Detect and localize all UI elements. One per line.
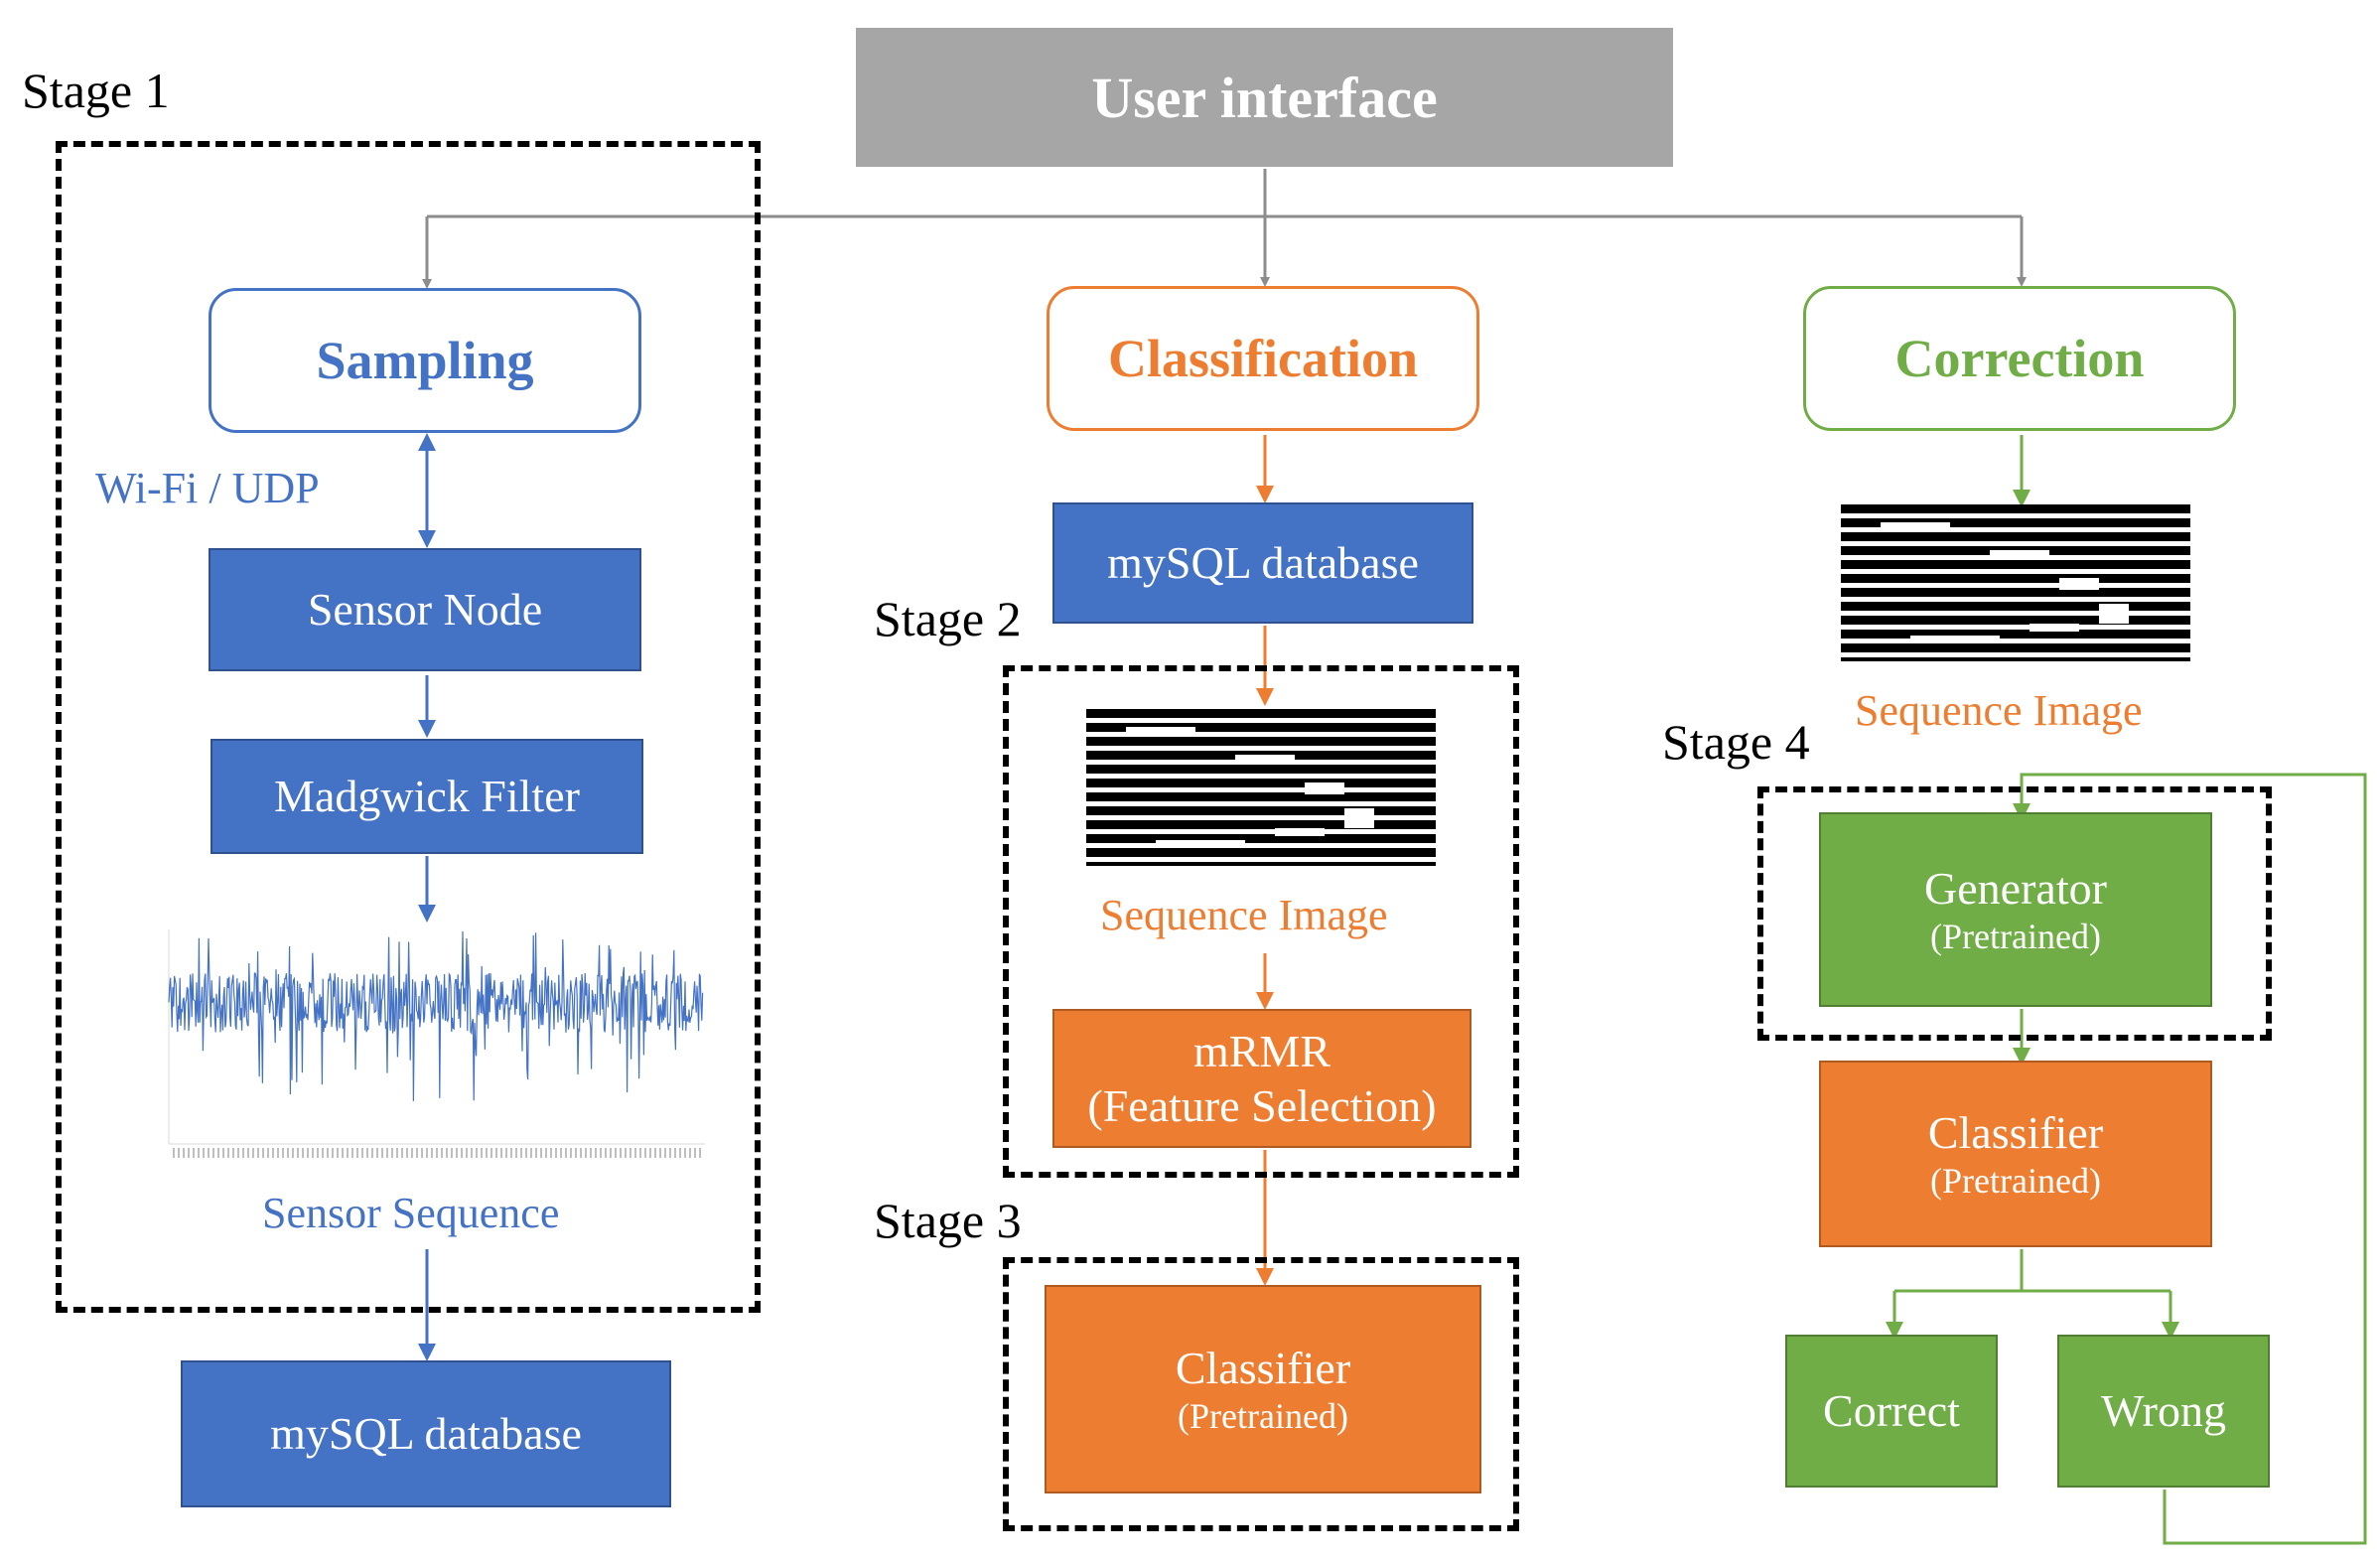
correction-classifier-sub-label: (Pretrained) bbox=[1930, 1161, 2101, 1201]
sensor-sequence-label: Sensor Sequence bbox=[262, 1189, 560, 1237]
generator-label: Generator bbox=[1924, 862, 2107, 914]
correction-module: Correction bbox=[1803, 286, 2236, 431]
user-interface-header: User interface bbox=[856, 28, 1673, 167]
wrong-box: Wrong bbox=[2057, 1335, 2270, 1488]
stage-2-region bbox=[1003, 665, 1519, 1178]
classification-database-label: mySQL database bbox=[1107, 537, 1419, 589]
stage-1-label: Stage 1 bbox=[22, 63, 170, 118]
stage-3-region bbox=[1003, 1257, 1519, 1531]
stage-4-region bbox=[1757, 786, 2272, 1041]
sampling-module-label: Sampling bbox=[316, 331, 534, 390]
stage-3-label: Stage 3 bbox=[874, 1193, 1022, 1248]
stage-4-label: Stage 4 bbox=[1662, 714, 1810, 770]
mrmr-box: mRMR (Feature Selection) bbox=[1052, 1009, 1471, 1148]
sampling-database-box: mySQL database bbox=[181, 1360, 671, 1507]
madgwick-filter-box: Madgwick Filter bbox=[210, 739, 643, 854]
classification-classifier-sub-label: (Pretrained) bbox=[1178, 1396, 1348, 1436]
correction-arrows bbox=[1886, 435, 2367, 1545]
correct-box: Correct bbox=[1785, 1335, 1998, 1488]
correction-module-label: Correction bbox=[1894, 329, 2145, 388]
classification-classifier-box: Classifier (Pretrained) bbox=[1045, 1285, 1481, 1493]
sampling-module: Sampling bbox=[209, 288, 641, 433]
sensor-signal-plot bbox=[168, 929, 705, 1158]
wrong-label: Wrong bbox=[2101, 1385, 2226, 1437]
correction-classifier-box: Classifier (Pretrained) bbox=[1819, 1061, 2212, 1247]
user-interface-title: User interface bbox=[1091, 65, 1438, 130]
correct-label: Correct bbox=[1823, 1385, 1960, 1437]
classification-sequence-image-label: Sequence Image bbox=[1100, 891, 1388, 939]
madgwick-filter-label: Madgwick Filter bbox=[274, 771, 580, 822]
classification-sequence-image bbox=[1086, 709, 1436, 866]
ui-branch-lines bbox=[422, 169, 2027, 289]
wifi-udp-label: Wi-Fi / UDP bbox=[95, 464, 320, 512]
classification-classifier-label: Classifier bbox=[1175, 1342, 1351, 1393]
classification-module: Classification bbox=[1047, 286, 1479, 431]
generator-sub-label: (Pretrained) bbox=[1930, 917, 2101, 956]
sensor-node-box: Sensor Node bbox=[209, 548, 641, 671]
stage-2-label: Stage 2 bbox=[874, 591, 1022, 646]
sensor-node-label: Sensor Node bbox=[307, 584, 543, 636]
correction-sequence-image bbox=[1841, 504, 2190, 661]
mrmr-label: mRMR bbox=[1192, 1025, 1331, 1076]
sampling-database-label: mySQL database bbox=[270, 1408, 582, 1460]
classification-database-box: mySQL database bbox=[1052, 502, 1473, 624]
mrmr-sub-label: (Feature Selection) bbox=[1087, 1080, 1437, 1131]
stage-1-region bbox=[56, 141, 761, 1313]
correction-sequence-image-label: Sequence Image bbox=[1855, 686, 2143, 735]
classification-module-label: Classification bbox=[1107, 329, 1418, 388]
generator-box: Generator (Pretrained) bbox=[1819, 812, 2212, 1007]
correction-classifier-label: Classifier bbox=[1927, 1106, 2104, 1158]
